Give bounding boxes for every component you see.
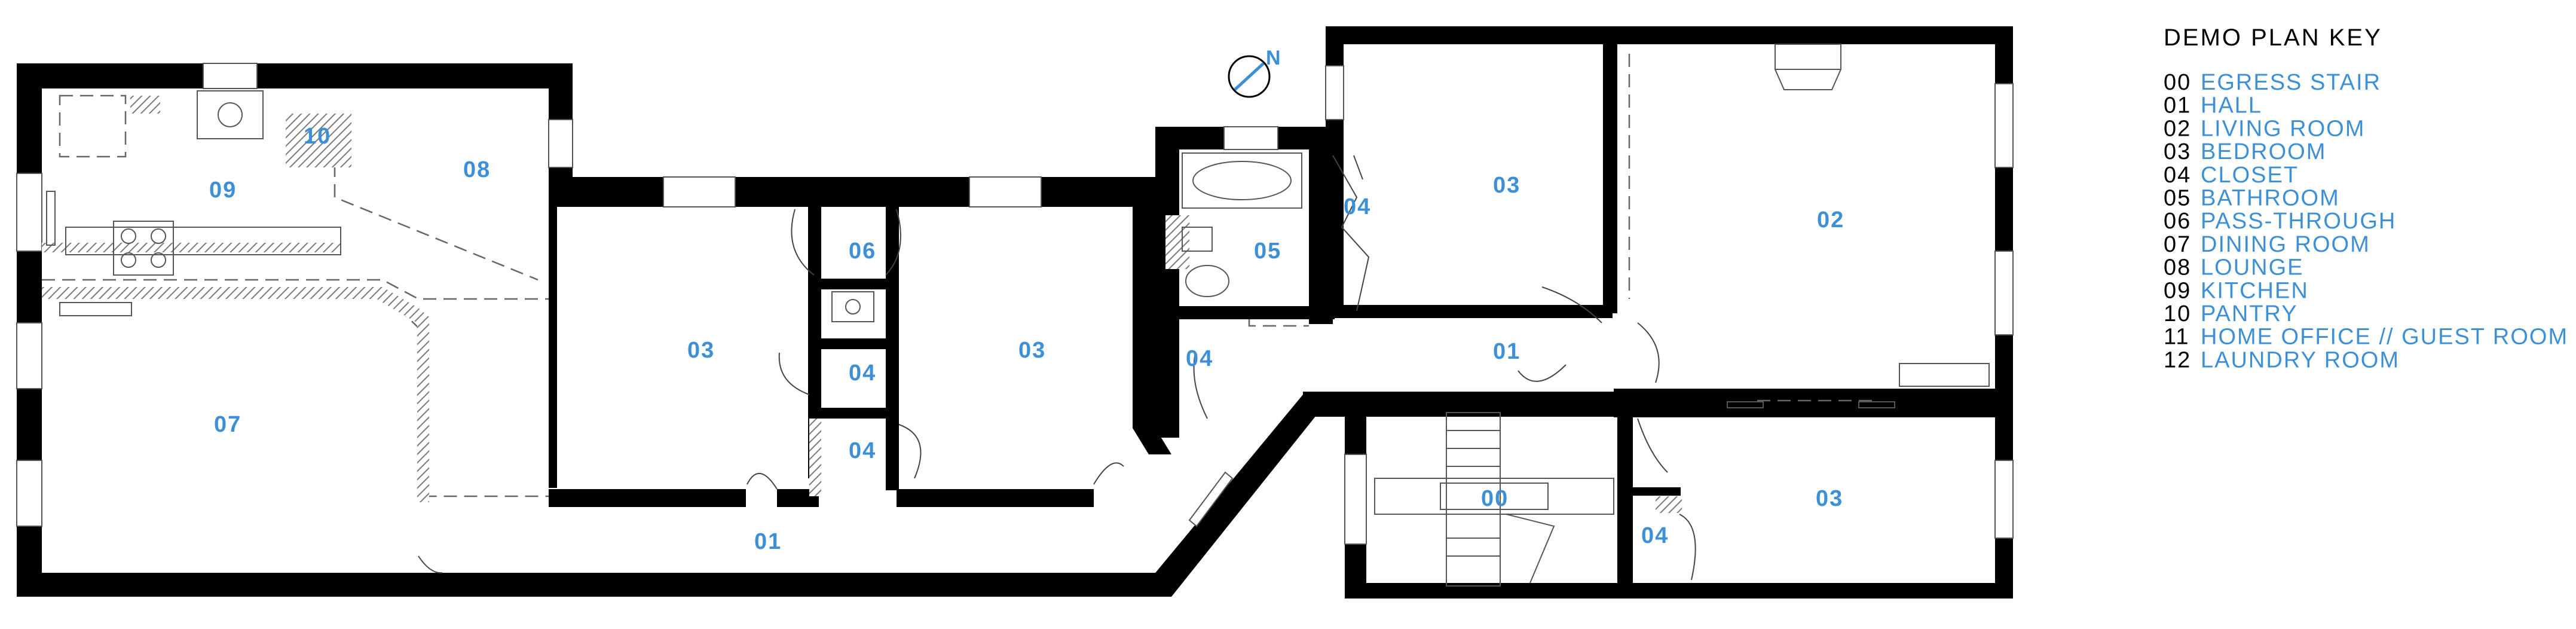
room-label-bathroom: 05 (1254, 239, 1281, 264)
legend-code: 08 (2164, 255, 2191, 280)
room-label-closet-e: 04 (1641, 523, 1669, 548)
doors (418, 155, 1696, 581)
legend-code: 03 (2164, 139, 2191, 164)
legend-code: 00 (2164, 70, 2191, 95)
legend-code: 07 (2164, 232, 2191, 257)
walls (17, 26, 2013, 599)
compass-north-label: N (1266, 47, 1281, 69)
legend-code: 01 (2164, 93, 2191, 118)
room-label-closet-c: 04 (1186, 346, 1213, 371)
room-label-bedroom-c: 03 (1493, 173, 1520, 198)
legend-name: HALL (2201, 93, 2262, 118)
legend-name: LOUNGE (2201, 255, 2303, 280)
room-label-hall-east: 01 (1493, 339, 1520, 364)
legend-title: DEMO PLAN KEY (2164, 25, 2382, 51)
legend-code: 12 (2164, 347, 2191, 372)
legend-name: LAUNDRY ROOM (2201, 347, 2400, 372)
hatched-partitions (42, 96, 1682, 513)
legend-code: 09 (2164, 278, 2191, 303)
room-label-lounge: 08 (463, 157, 491, 182)
legend-code: 06 (2164, 209, 2191, 234)
legend-name: LIVING ROOM (2201, 116, 2365, 141)
legend-name: DINING ROOM (2201, 232, 2370, 257)
room-label-closet-a: 04 (849, 361, 876, 386)
fixtures (46, 44, 1990, 587)
legend-code: 04 (2164, 163, 2191, 188)
legend-code: 05 (2164, 186, 2191, 211)
legend-code: 10 (2164, 301, 2191, 326)
room-labels: 09 10 08 07 03 06 04 04 03 04 05 04 03 0… (209, 124, 1844, 554)
room-label-bedroom-d: 03 (1816, 486, 1843, 511)
legend-code: 11 (2164, 325, 2189, 350)
room-label-living-room: 02 (1817, 207, 1844, 233)
compass-arrow-icon (1234, 62, 1265, 91)
room-label-kitchen: 09 (209, 178, 237, 203)
legend-code: 02 (2164, 116, 2191, 141)
legend-name: HOME OFFICE // GUEST ROOM (2201, 325, 2568, 350)
room-label-bedroom-b: 03 (1018, 338, 1046, 363)
legend-name: PASS-THROUGH (2201, 209, 2396, 234)
room-label-closet-b: 04 (849, 438, 876, 463)
legend-name: BATHROOM (2201, 186, 2340, 211)
room-label-egress-stair: 00 (1481, 486, 1509, 511)
room-label-dining-room: 07 (214, 412, 241, 437)
windows (16, 63, 2014, 545)
room-label-bedroom-a: 03 (687, 338, 715, 363)
compass: N (1228, 47, 1281, 98)
legend-name: BEDROOM (2201, 139, 2326, 164)
room-label-pass-through: 06 (849, 239, 876, 264)
room-label-closet-d: 04 (1344, 194, 1371, 219)
room-label-pantry: 10 (304, 124, 331, 149)
legend-name: CLOSET (2201, 163, 2299, 188)
legend: DEMO PLAN KEY 00 EGRESS STAIR 01 HALL 02 LIVI… (2164, 25, 2568, 372)
legend-name: KITCHEN (2201, 278, 2309, 303)
legend-name: PANTRY (2201, 301, 2298, 326)
legend-name: EGRESS STAIR (2201, 70, 2381, 95)
room-label-hall-west: 01 (754, 529, 782, 554)
compass-circle-icon (1228, 55, 1271, 98)
